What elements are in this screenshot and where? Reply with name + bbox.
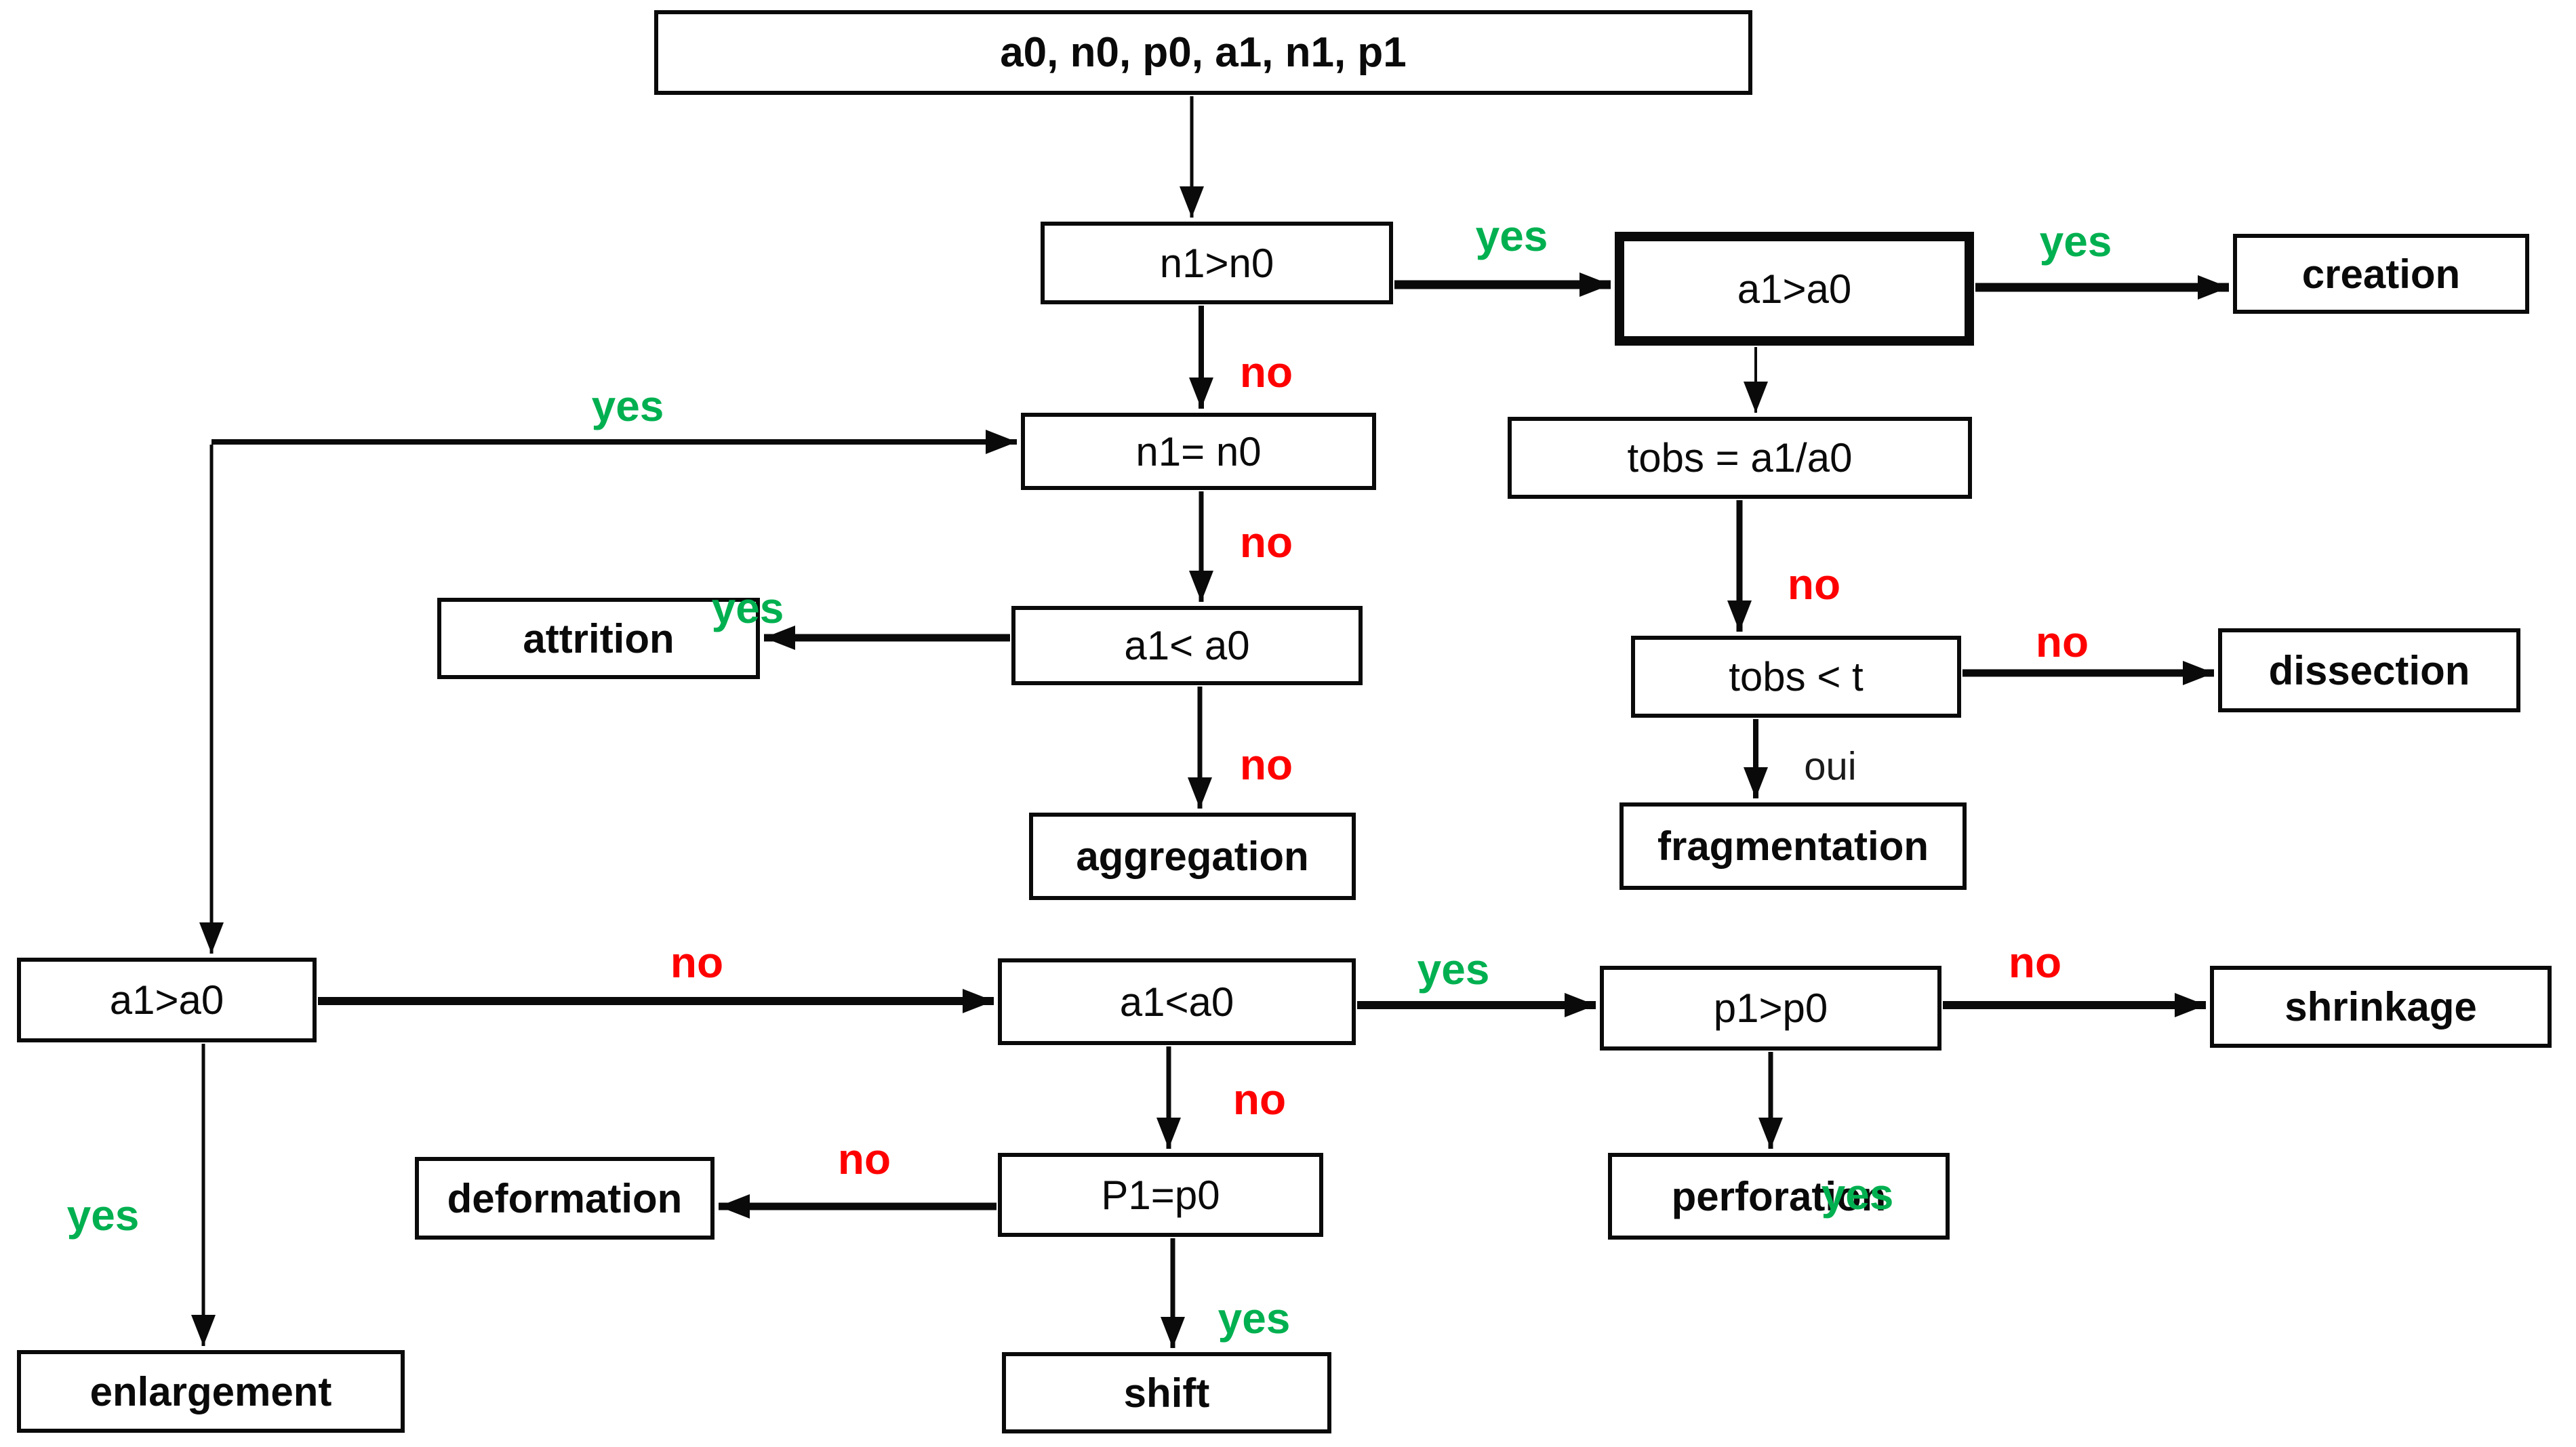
- edge-label-p1-eq-p0-yes: yes: [1217, 1294, 1291, 1343]
- edge-label-a1-gt-a0-bot-yes: yes: [66, 1191, 140, 1240]
- edge-label-a1-lt-a0-top-yes: yes: [711, 584, 784, 632]
- node-p1-eq-p0: P1=p0: [998, 1153, 1323, 1237]
- node-a1-lt-a0-top: a1< a0: [1011, 606, 1363, 685]
- node-start: a0, n0, p0, a1, n1, p1: [654, 10, 1752, 95]
- node-aggregation: aggregation: [1029, 813, 1356, 900]
- node-tobs-lt-t: tobs < t: [1631, 636, 1961, 718]
- edge-label-a1-lt-a0-bot-yes: yes: [1417, 945, 1490, 994]
- edge-label-n1-gt-n0-yes: yes: [1475, 211, 1548, 260]
- node-deformation: deformation: [415, 1157, 715, 1240]
- edge-label-a1-gt-a0-top-yes: yes: [2039, 217, 2112, 266]
- edge-label-n1-eq-n0-no: no: [1239, 518, 1293, 567]
- edge-label-tobs-lt-t-no: no: [2035, 617, 2089, 666]
- node-a1-gt-a0-top: a1>a0: [1615, 232, 1974, 346]
- node-attrition: attrition: [437, 598, 760, 679]
- node-dissection: dissection: [2218, 628, 2520, 712]
- edge-label-elbow-corner-yes: yes: [591, 382, 664, 430]
- node-enlargement: enlargement: [17, 1350, 405, 1433]
- node-shrinkage: shrinkage: [2210, 966, 2552, 1048]
- node-a1-lt-a0-bot: a1<a0: [998, 958, 1356, 1045]
- node-shift: shift: [1002, 1352, 1331, 1433]
- edge-label-n1-gt-n0-no: no: [1239, 348, 1293, 396]
- node-n1-gt-n0: n1>n0: [1041, 222, 1393, 304]
- node-fragmentation: fragmentation: [1619, 802, 1967, 890]
- edge-label-tobs-calc-no: no: [1787, 560, 1841, 609]
- node-tobs-calc: tobs = a1/a0: [1508, 417, 1972, 499]
- node-a1-gt-a0-bot: a1>a0: [17, 958, 317, 1042]
- edge-label-a1-gt-a0-bot-no: no: [670, 938, 724, 987]
- edge-label-p1-eq-p0-no: no: [837, 1135, 891, 1183]
- edge-label-tobs-lt-t-oui: oui: [1804, 744, 1857, 789]
- edge-label-p1-gt-p0-no: no: [2008, 938, 2062, 987]
- edge-label-p1-gt-p0-yes: yes: [1821, 1170, 1894, 1219]
- node-creation: creation: [2233, 234, 2529, 314]
- node-n1-eq-n0: n1= n0: [1021, 413, 1376, 490]
- edge-label-a1-lt-a0-bot-no: no: [1232, 1075, 1287, 1124]
- node-perforation: perforation: [1608, 1153, 1950, 1240]
- node-p1-gt-p0: p1>p0: [1600, 966, 1941, 1051]
- edge-label-a1-lt-a0-top-no: no: [1239, 740, 1293, 789]
